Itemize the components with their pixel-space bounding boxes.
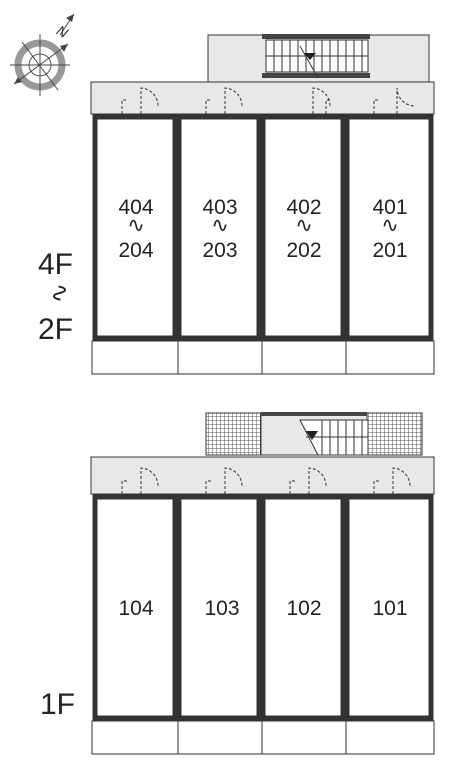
unit-range-separator: ∿ bbox=[295, 213, 313, 237]
staircase-icon bbox=[265, 39, 369, 79]
unit-label-404: 404 bbox=[118, 196, 153, 219]
unit-label-402: 402 bbox=[286, 196, 321, 219]
unit-label-204: 204 bbox=[118, 239, 153, 262]
unit-label-401: 401 bbox=[372, 196, 407, 219]
floor-label-2f: 2F bbox=[38, 313, 74, 346]
unit-label-202: 202 bbox=[286, 239, 321, 262]
unit-label-102: 102 bbox=[286, 597, 321, 620]
unit-range-separator: ∿ bbox=[127, 213, 145, 237]
corridor bbox=[90, 456, 435, 495]
unit-walls bbox=[92, 494, 434, 721]
compass-rose-icon bbox=[10, 13, 75, 96]
stair-top-wall bbox=[261, 412, 367, 416]
unit-label-101: 101 bbox=[372, 597, 407, 620]
unit-range-separator: ∿ bbox=[381, 213, 399, 237]
unit-label-201: 201 bbox=[372, 239, 407, 262]
planter-hatch-right bbox=[366, 412, 423, 456]
floor-range-separator: ∿ bbox=[46, 282, 75, 304]
unit-walls bbox=[92, 114, 434, 341]
balcony-row bbox=[91, 340, 435, 375]
stair-bottom-wall bbox=[262, 73, 370, 78]
planter-hatch-left bbox=[205, 412, 262, 456]
floor-label-1f: 1F bbox=[40, 688, 76, 721]
upper-floor-plan: 404 ∿ 204 403 ∿ 203 402 ∿ 202 401 ∿ 201 bbox=[90, 34, 435, 375]
door-icon bbox=[121, 87, 415, 114]
unit-label-104: 104 bbox=[118, 597, 153, 620]
stair-top-wall bbox=[262, 34, 370, 39]
floor-label-4f: 4F bbox=[38, 248, 74, 281]
unit-range-separator: ∿ bbox=[211, 213, 229, 237]
compass-north-label: N bbox=[54, 22, 72, 41]
corridor bbox=[90, 81, 435, 115]
staircase-icon bbox=[299, 419, 369, 456]
unit-label-203: 203 bbox=[202, 239, 237, 262]
unit-label-103: 103 bbox=[204, 597, 239, 620]
unit-label-403: 403 bbox=[202, 196, 237, 219]
balcony-row bbox=[91, 720, 435, 755]
door-icon bbox=[121, 467, 411, 494]
ground-floor-plan: 104 103 102 101 bbox=[90, 412, 435, 755]
